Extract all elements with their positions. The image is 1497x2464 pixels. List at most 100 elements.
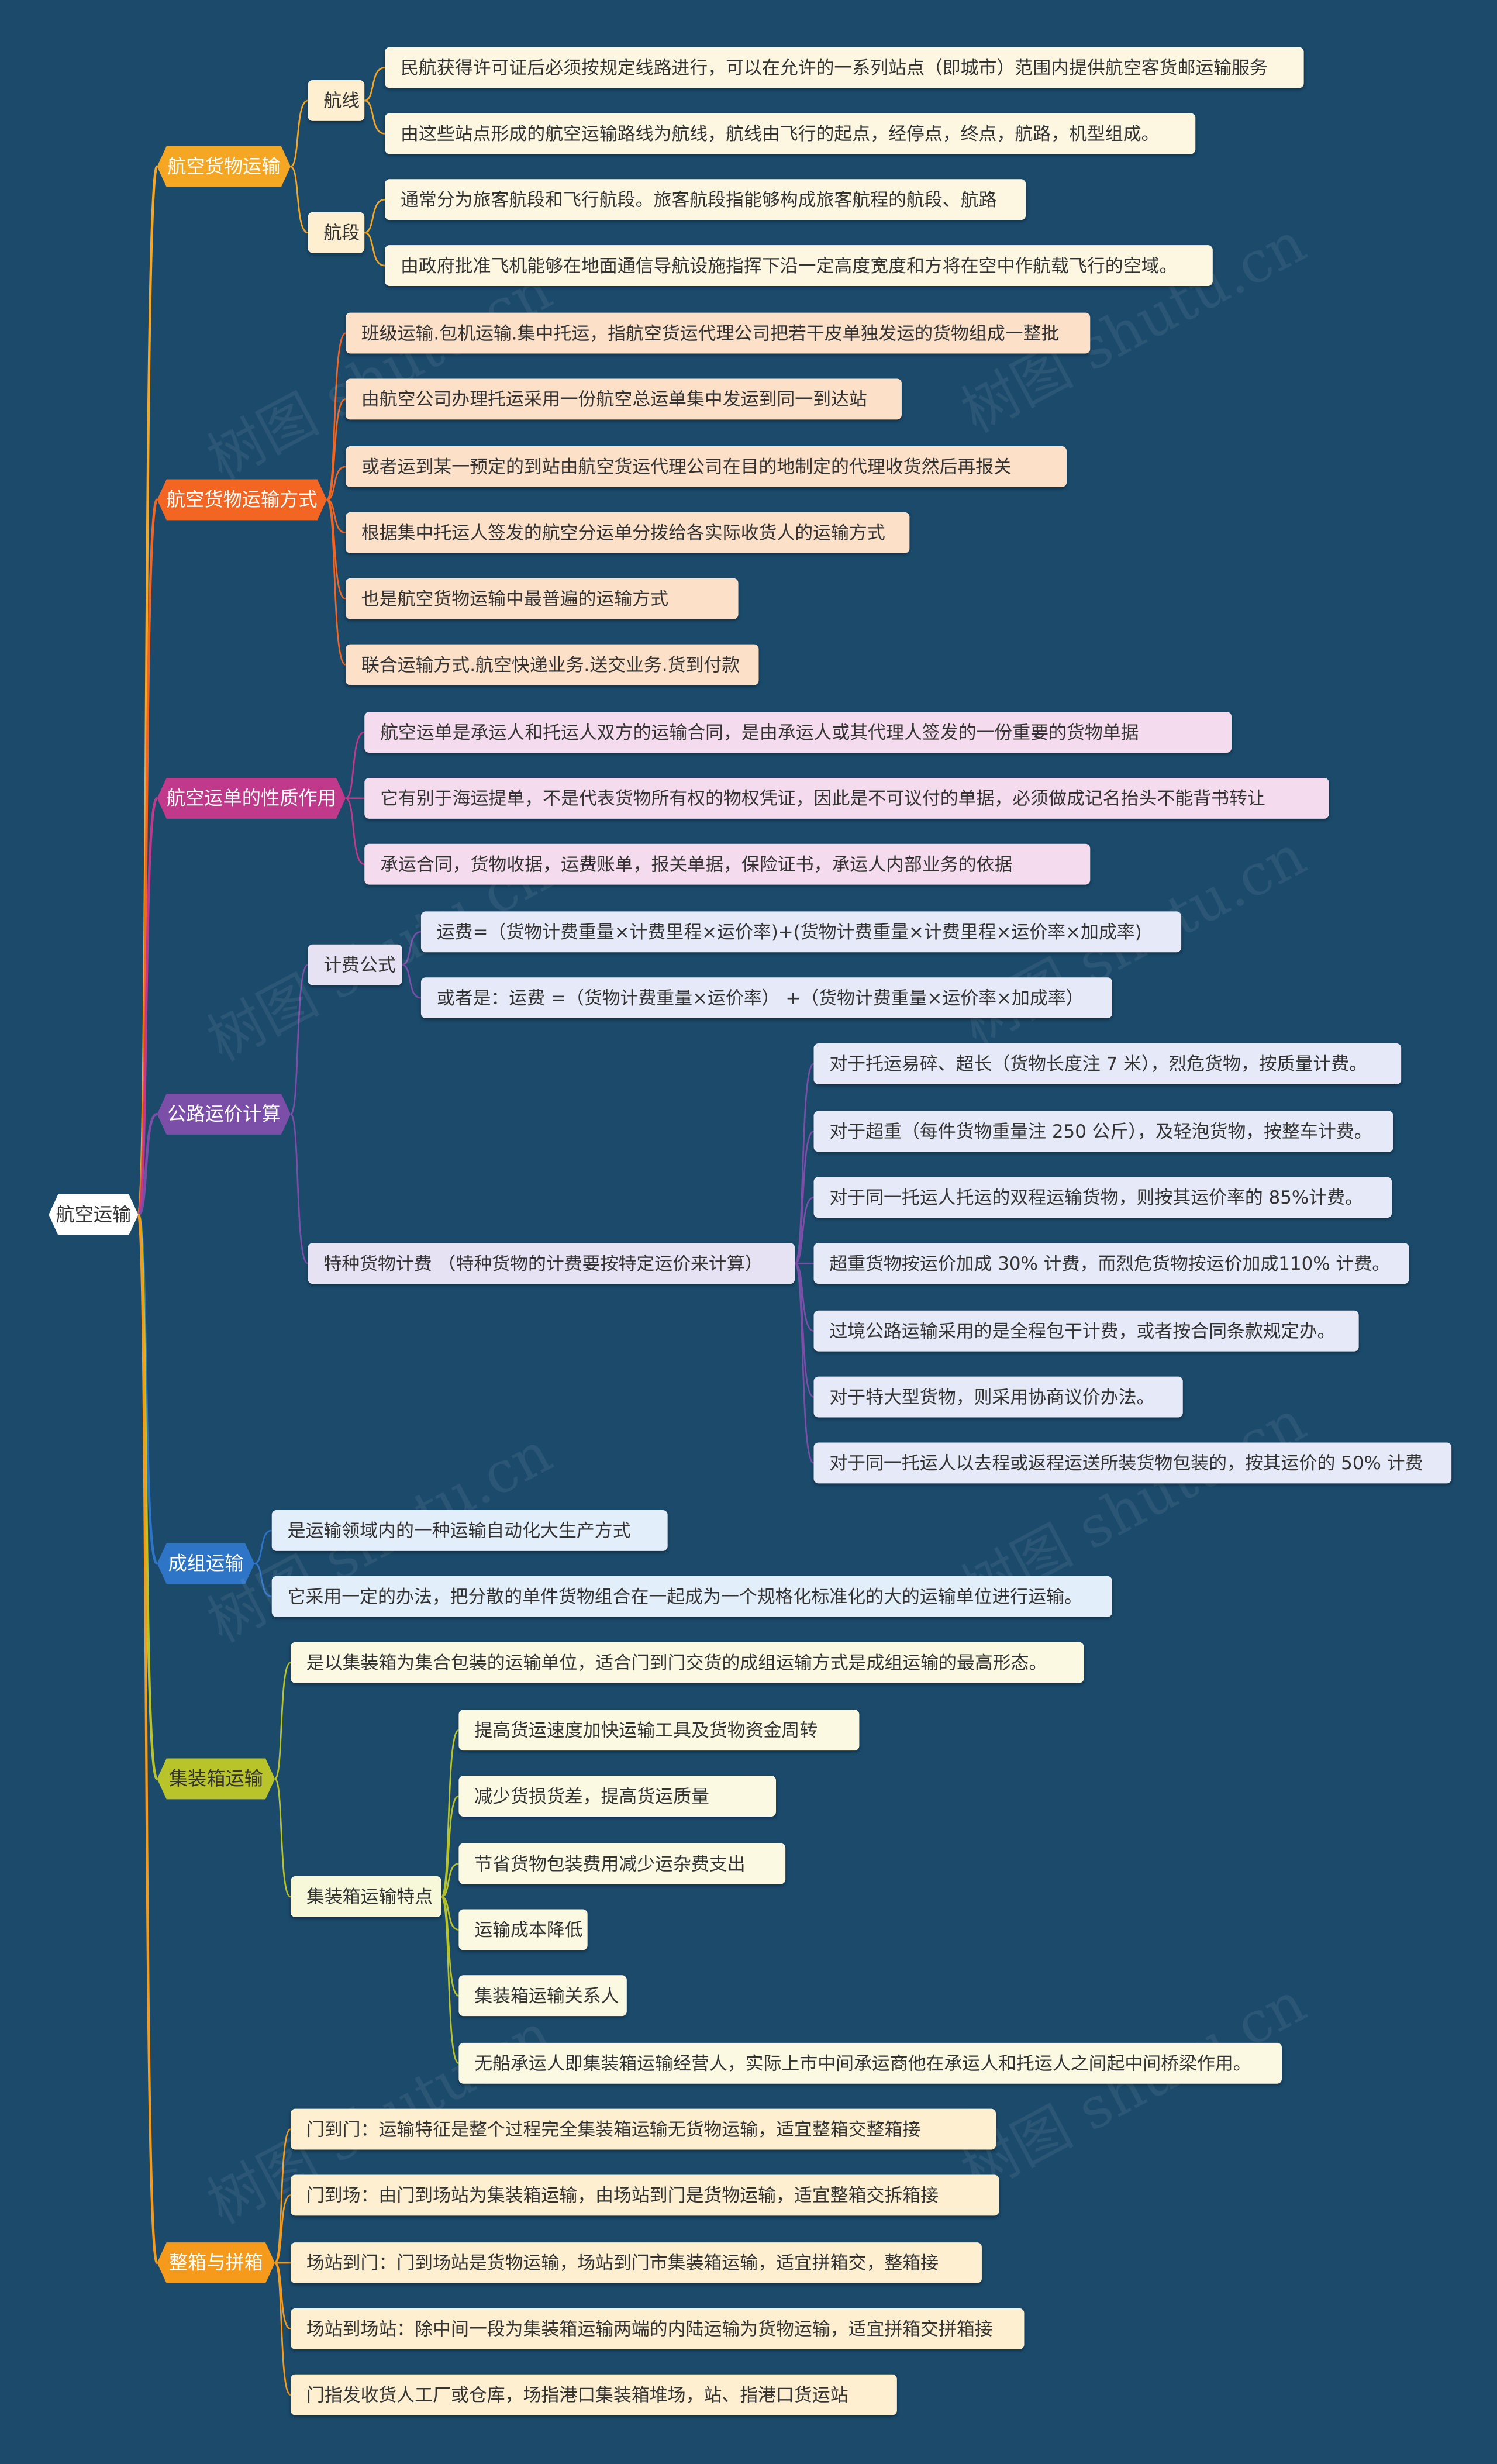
connector-branch-1-2 — [326, 466, 346, 501]
leaf-node-text: 由政府批准飞机能够在地面通信导航设施指挥下沿一定高度宽度和方将在空中作航载飞行的… — [401, 254, 1178, 277]
branch-node-shape — [157, 1094, 291, 1135]
leaf-node-text: 或者运到某一预定的到站由航空货运代理公司在目的地制定的代理收货然后再报关 — [361, 456, 1012, 478]
branch-node[interactable]: 整箱与拼箱 — [157, 2242, 275, 2283]
root-node-shape — [49, 1194, 139, 1235]
leaf-node[interactable]: 由航空公司办理托运采用一份航空总运单集中发运到同一到达站 — [345, 378, 902, 420]
leaf-node-text: 民航获得许可证后必须按规定线路进行，可以在允许的一系列站点（即城市）范围内提供航… — [401, 56, 1268, 79]
leaf-node-text: 集装箱运输关系人 — [474, 1984, 619, 2007]
connector-sub-0-0-0 — [364, 67, 385, 102]
leaf-node[interactable]: 超重货物按运价加成 30% 计费，而烈危货物按运价加成110% 计费。 — [813, 1243, 1409, 1284]
leaf-node[interactable]: 民航获得许可证后必须按规定线路进行，可以在允许的一系列站点（即城市）范围内提供航… — [385, 47, 1304, 88]
sub-topic-node[interactable]: 计费公式 — [308, 944, 402, 985]
leaf-node[interactable]: 减少货损货差，提高货运质量 — [458, 1776, 777, 1817]
sub-topic-node[interactable]: 特种货物计费 （特种货物的计费要按特定运价来计算） — [308, 1243, 795, 1284]
leaf-node-text: 对于同一托运人托运的双程运输货物，则按其运价率的 85%计费。 — [829, 1186, 1363, 1209]
branch-node-label: 航空货物运输方式 — [167, 488, 318, 511]
leaf-node[interactable]: 也是航空货物运输中最普遍的运输方式 — [345, 578, 739, 619]
leaf-node[interactable]: 门到门：运输特征是整个过程完全集装箱运输无货物运输，适宜整箱交整箱接 — [290, 2108, 996, 2150]
leaf-node-text: 它有别于海运提单，不是代表货物所有权的物权凭证，因此是不可议付的单据，必须做成记… — [380, 787, 1265, 809]
branch-node[interactable]: 集装箱运输 — [157, 1758, 275, 1800]
leaf-node[interactable]: 对于同一托运人以去程或返程运送所装货物包装的，按其运价的 50% 计费 — [813, 1442, 1452, 1484]
leaf-node-text: 超重货物按运价加成 30% 计费，而烈危货物按运价加成110% 计费。 — [829, 1252, 1391, 1274]
root-node[interactable]: 航空运输 — [49, 1194, 139, 1235]
branch-node[interactable]: 航空货物运输方式 — [157, 479, 327, 521]
leaf-node[interactable]: 过境公路运输采用的是全程包干计费，或者按合同条款规定办。 — [813, 1310, 1359, 1352]
leaf-node[interactable]: 对于托运易碎、超长（货物长度注 7 米），烈危货物，按质量计费。 — [813, 1043, 1402, 1084]
leaf-node-text: 过境公路运输采用的是全程包干计费，或者按合同条款规定办。 — [829, 1319, 1336, 1342]
leaf-node-text: 场站到场站：除中间一段为集装箱运输两端的内陆运输为货物运输，适宜拼箱交拼箱接 — [306, 2318, 993, 2340]
connector-branch-0-0 — [290, 99, 308, 168]
branch-node-label: 公路运价计算 — [167, 1103, 280, 1125]
leaf-node-text: 减少货损货差，提高货运质量 — [474, 1785, 709, 1807]
connector-sub-5-1-4 — [441, 1896, 459, 1997]
leaf-node[interactable]: 班级运输.包机运输.集中托运，指航空货运代理公司把若干皮单独发运的货物组成一整批 — [345, 312, 1091, 354]
leaf-node[interactable]: 或者运到某一预定的到站由航空货运代理公司在目的地制定的代理收货然后再报关 — [345, 446, 1067, 487]
sub-topic-node[interactable]: 航段 — [308, 212, 365, 253]
connector-branch-6-4 — [274, 2262, 291, 2396]
connector-branch-4-0 — [254, 1529, 273, 1564]
branch-node-label: 航空货物运输 — [167, 156, 280, 178]
connector-branch-1-3 — [326, 499, 346, 534]
connector-branch-6-1 — [274, 2194, 291, 2264]
leaf-node-text: 通常分为旅客航段和飞行航段。旅客航段指能够构成旅客航程的航段、航路 — [401, 188, 997, 211]
branch-node[interactable]: 成组运输 — [157, 1543, 255, 1584]
connector-root-branch-2 — [137, 797, 158, 1217]
connector-branch-4-1 — [254, 1563, 273, 1598]
leaf-node[interactable]: 航空运单是承运人和托运人双方的运输合同，是由承运人或其代理人签发的一份重要的货物… — [364, 712, 1232, 753]
sub-topic-node[interactable]: 航线 — [308, 80, 365, 121]
leaf-node[interactable]: 是以集装箱为集合包装的运输单位，适合门到门交货的成组运输方式是成组运输的最高形态… — [290, 1642, 1084, 1683]
leaf-node[interactable]: 通常分为旅客航段和飞行航段。旅客航段指能够构成旅客航程的航段、航路 — [385, 179, 1026, 220]
connector-branch-3-1 — [289, 1113, 309, 1264]
branch-node[interactable]: 航空货物运输 — [157, 146, 291, 187]
leaf-node[interactable]: 门到场：由门到场站为集装箱运输，由场站到门是货物运输，适宜整箱交拆箱接 — [290, 2174, 999, 2216]
connector-root-branch-5 — [137, 1213, 158, 1780]
leaf-node[interactable]: 对于同一托运人托运的双程运输货物，则按其运价率的 85%计费。 — [813, 1177, 1392, 1218]
connector-sub-3-1-6 — [794, 1262, 815, 1464]
leaf-node-text: 对于同一托运人以去程或返程运送所装货物包装的，按其运价的 50% 计费 — [829, 1452, 1423, 1474]
leaf-node[interactable]: 根据集中托运人签发的航空分运单分拨给各实际收货人的运输方式 — [345, 512, 910, 553]
leaf-node-text: 由航空公司办理托运采用一份航空总运单集中发运到同一到达站 — [361, 388, 867, 411]
leaf-node[interactable]: 节省货物包装费用减少运杂费支出 — [458, 1843, 786, 1884]
leaf-node-text: 场站到门：门到场站是货物运输，场站到门市集装箱运输，适宜拼箱交，整箱接 — [306, 2252, 939, 2274]
branch-node-label: 整箱与拼箱 — [169, 2252, 263, 2274]
leaf-node[interactable]: 承运合同，货物收据，运费账单，报关单据，保险证书，承运人内部业务的依据 — [364, 843, 1091, 885]
connector-sub-3-1-1 — [794, 1131, 815, 1264]
connector-root-branch-6 — [137, 1213, 158, 2265]
branch-node-shape — [157, 1758, 275, 1800]
branch-node-shape — [157, 146, 291, 187]
leaf-node-text: 也是航空货物运输中最普遍的运输方式 — [361, 587, 669, 610]
leaf-node[interactable]: 运费=（货物计费重量×计费里程×运价率)+(货物计费重量×计费里程×运价率×加成… — [420, 911, 1182, 953]
branch-node-label: 集装箱运输 — [169, 1767, 263, 1790]
branch-node[interactable]: 公路运价计算 — [157, 1094, 291, 1135]
leaf-node[interactable]: 它采用一定的办法，把分散的单件货物组合在一起成为一个规格化标准化的大的运输单位进… — [271, 1576, 1112, 1617]
leaf-node[interactable]: 对于超重（每件货物重量注 250 公斤），及轻泡货物，按整车计费。 — [813, 1111, 1393, 1152]
leaf-node-text: 它采用一定的办法，把分散的单件货物组合在一起成为一个规格化标准化的大的运输单位进… — [287, 1585, 1082, 1608]
leaf-node[interactable]: 提高货运速度加快运输工具及货物资金周转 — [458, 1710, 860, 1751]
leaf-node[interactable]: 联合运输方式.航空快递业务.送交业务.货到付款 — [345, 644, 759, 685]
leaf-node[interactable]: 对于特大型货物，则采用协商议价办法。 — [813, 1376, 1183, 1418]
leaf-node[interactable]: 无船承运人即集装箱运输经营人，实际上市中间承运商他在承运人和托运人之间起中间桥梁… — [458, 2042, 1282, 2084]
connector-branch-1-4 — [326, 499, 346, 600]
leaf-node[interactable]: 场站到门：门到场站是货物运输，场站到门市集装箱运输，适宜拼箱交，整箱接 — [290, 2242, 982, 2283]
leaf-node[interactable]: 运输成本降低 — [458, 1909, 588, 1950]
leaf-node[interactable]: 集装箱运输关系人 — [458, 1975, 627, 2017]
branch-node[interactable]: 航空运单的性质作用 — [157, 777, 346, 819]
leaf-node[interactable]: 是运输领域内的一种运输自动化大生产方式 — [271, 1510, 668, 1551]
leaf-node[interactable]: 它有别于海运提单，不是代表货物所有权的物权凭证，因此是不可议付的单据，必须做成记… — [364, 777, 1329, 819]
branch-node-shape — [157, 777, 346, 819]
leaf-node[interactable]: 门指发收货人工厂或仓库，场指港口集装箱堆场，站、指港口货运站 — [290, 2374, 897, 2415]
leaf-node-text: 提高货运速度加快运输工具及货物资金周转 — [474, 1719, 818, 1741]
sub-topic-node[interactable]: 集装箱运输特点 — [290, 1876, 441, 1917]
leaf-node[interactable]: 由政府批准飞机能够在地面通信导航设施指挥下沿一定高度宽度和方将在空中作航载飞行的… — [385, 245, 1213, 286]
leaf-node[interactable]: 或者是：运费 =（货物计费重量×运价率） +（货物计费重量×运价率×加成率） — [420, 977, 1112, 1019]
leaf-node[interactable]: 由这些站点形成的航空运输路线为航线，航线由飞行的起点，经停点，终点，航路，机型组… — [385, 113, 1196, 154]
connector-sub-5-1-2 — [441, 1863, 459, 1898]
root-node-label: 航空运输 — [56, 1204, 131, 1226]
connector-sub-3-0-0 — [402, 931, 422, 966]
leaf-node[interactable]: 场站到场站：除中间一段为集装箱运输两端的内陆运输为货物运输，适宜拼箱交拼箱接 — [290, 2308, 1025, 2349]
branch-node-shape — [157, 1543, 255, 1584]
sub-topic-node-text: 特种货物计费 （特种货物的计费要按特定运价来计算） — [323, 1252, 763, 1274]
connector-sub-0-0-1 — [364, 99, 385, 135]
